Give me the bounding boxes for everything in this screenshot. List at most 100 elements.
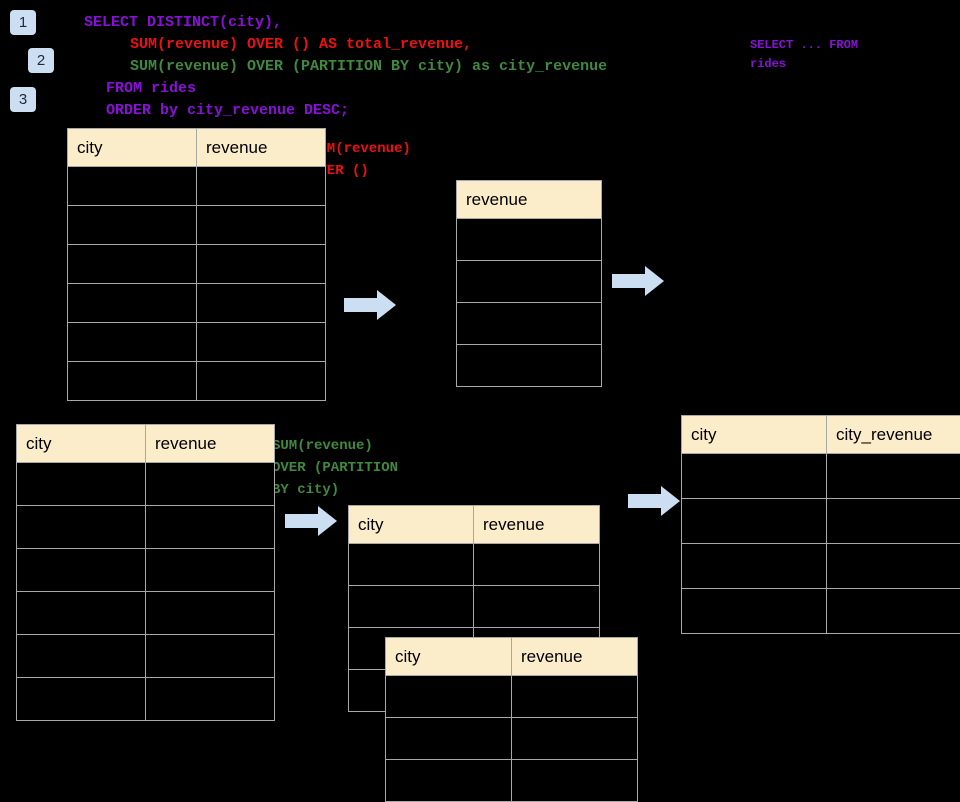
table-row xyxy=(68,323,326,362)
table-row xyxy=(349,586,600,628)
cell-revenue xyxy=(457,219,602,261)
sql-line-total-revenue: SUM(revenue) OVER () AS total_revenue, xyxy=(130,34,472,56)
table-result: city city_revenue xyxy=(681,415,960,634)
table-header-row: city revenue xyxy=(68,129,326,167)
cell-revenue xyxy=(197,284,326,323)
annotation-sum-over-partition: SUM(revenue) OVER (PARTITION BY city) xyxy=(272,435,398,501)
sql-line-city-revenue: SUM(revenue) OVER (PARTITION BY city) as… xyxy=(130,56,607,78)
column-header-city: city xyxy=(68,129,197,167)
table-row xyxy=(68,206,326,245)
cell-revenue xyxy=(457,261,602,303)
cell-revenue xyxy=(512,676,638,718)
sql-line-select: SELECT DISTINCT(city), xyxy=(84,12,282,34)
cell-revenue xyxy=(197,323,326,362)
step-badge-2[interactable]: 2 xyxy=(28,48,54,73)
cell-revenue xyxy=(146,592,275,635)
table-row xyxy=(386,760,638,802)
table-row xyxy=(386,676,638,718)
cell-city xyxy=(682,544,827,589)
cell-revenue xyxy=(512,760,638,802)
cell-revenue xyxy=(474,586,600,628)
table-row xyxy=(68,284,326,323)
table-row xyxy=(17,463,275,506)
cell-city xyxy=(17,549,146,592)
table-row xyxy=(682,499,960,544)
cell-revenue xyxy=(146,678,275,721)
arrow-right-icon xyxy=(285,504,337,538)
diagram-canvas: 1 2 3 SELECT DISTINCT(city), SUM(revenue… xyxy=(0,0,960,720)
table-row xyxy=(457,219,602,261)
cell-city xyxy=(17,592,146,635)
cell-revenue xyxy=(457,345,602,387)
cell-revenue xyxy=(512,718,638,760)
table-header-row: city revenue xyxy=(17,425,275,463)
cell-city xyxy=(349,544,474,586)
table-row xyxy=(68,167,326,206)
table-row xyxy=(17,635,275,678)
table-rides-bottom: city revenue xyxy=(16,424,275,721)
column-header-revenue: revenue xyxy=(197,129,326,167)
cell-city-revenue xyxy=(827,589,960,634)
cell-city xyxy=(349,586,474,628)
table-rides-top: city revenue xyxy=(67,128,326,401)
column-header-city: city xyxy=(17,425,146,463)
table-row xyxy=(457,345,602,387)
table-row xyxy=(68,362,326,401)
table-row xyxy=(68,245,326,284)
table-row xyxy=(386,718,638,760)
column-header-city: city xyxy=(682,416,827,454)
column-header-city: city xyxy=(349,506,474,544)
table-row xyxy=(17,506,275,549)
cell-revenue xyxy=(146,549,275,592)
cell-city xyxy=(68,362,197,401)
cell-revenue xyxy=(197,362,326,401)
cell-city-revenue xyxy=(827,544,960,589)
arrow-right-icon xyxy=(612,264,664,298)
table-header-row: city revenue xyxy=(349,506,600,544)
column-header-city: city xyxy=(386,638,512,676)
table-row xyxy=(17,678,275,721)
cell-revenue xyxy=(146,635,275,678)
cell-city xyxy=(68,245,197,284)
table-row xyxy=(17,549,275,592)
sql-line-order-by: ORDER by city_revenue DESC; xyxy=(106,100,349,122)
cell-revenue xyxy=(474,544,600,586)
column-header-revenue: revenue xyxy=(457,181,602,219)
cell-city xyxy=(68,167,197,206)
cell-revenue xyxy=(146,463,275,506)
cell-city-revenue xyxy=(827,499,960,544)
table-header-row: city revenue xyxy=(386,638,638,676)
cell-revenue xyxy=(146,506,275,549)
table-row xyxy=(682,589,960,634)
step-badge-3[interactable]: 3 xyxy=(10,87,36,112)
column-header-revenue: revenue xyxy=(474,506,600,544)
sql-aside-select-from-rides: SELECT ... FROM rides xyxy=(750,36,858,74)
cell-city xyxy=(682,499,827,544)
table-row xyxy=(17,592,275,635)
table-header-row: city city_revenue xyxy=(682,416,960,454)
table-row xyxy=(349,544,600,586)
table-row xyxy=(682,544,960,589)
cell-city xyxy=(17,678,146,721)
cell-city xyxy=(17,506,146,549)
column-header-revenue: revenue xyxy=(146,425,275,463)
table-row xyxy=(457,303,602,345)
cell-city xyxy=(682,454,827,499)
table-row xyxy=(457,261,602,303)
step-badge-1[interactable]: 1 xyxy=(10,10,36,35)
sql-line-from: FROM rides xyxy=(106,78,196,100)
table-row xyxy=(682,454,960,499)
cell-revenue xyxy=(457,303,602,345)
cell-city xyxy=(17,463,146,506)
cell-city xyxy=(386,676,512,718)
cell-city-revenue xyxy=(827,454,960,499)
cell-city xyxy=(68,284,197,323)
cell-revenue xyxy=(197,206,326,245)
cell-city xyxy=(682,589,827,634)
table-header-row: revenue xyxy=(457,181,602,219)
arrow-right-icon xyxy=(344,288,396,322)
arrow-right-icon xyxy=(628,484,680,518)
cell-city xyxy=(68,206,197,245)
column-header-city-revenue: city_revenue xyxy=(827,416,960,454)
cell-city xyxy=(68,323,197,362)
